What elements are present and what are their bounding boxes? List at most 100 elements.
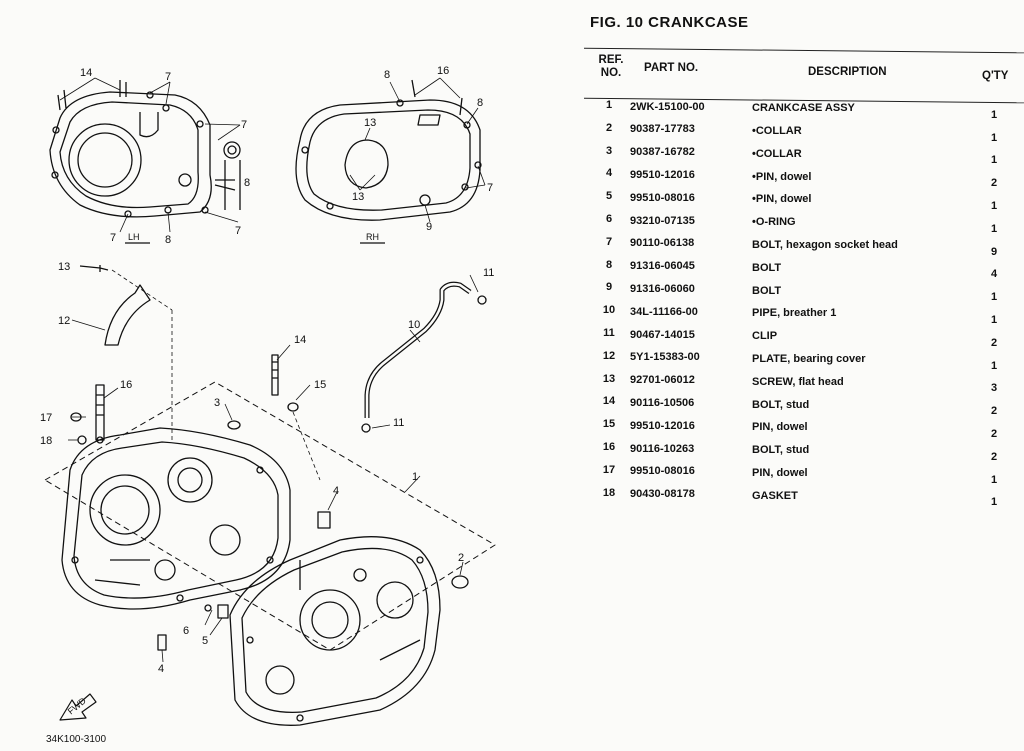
- callout-12: 12: [58, 315, 70, 327]
- qty-cell: 1: [990, 131, 998, 144]
- ref-no-cell: 3: [605, 144, 613, 157]
- part-no-cell: 99510-08016: [630, 465, 695, 478]
- description-cell: PLATE, bearing cover: [752, 352, 866, 365]
- qty-cell: 2: [990, 450, 998, 463]
- callout-9: 9: [426, 221, 432, 233]
- description-cell: BOLT, hexagon socket head: [752, 238, 898, 251]
- ref-no-cell: 17: [602, 463, 616, 476]
- callout-7-b: 7: [241, 119, 247, 131]
- lh-label: LH: [128, 232, 140, 242]
- part-no-cell: 99510-08016: [630, 191, 695, 204]
- callout-3: 3: [214, 397, 220, 409]
- qty-cell: 1: [990, 154, 998, 167]
- header-part-no: PART NO.: [644, 62, 699, 74]
- qty-cell: 1: [990, 291, 998, 304]
- callout-13-b: 13: [352, 191, 364, 203]
- ref-no-cell: 8: [605, 258, 613, 271]
- table-row: 10 34L-11166-00 PIPE, breather 1 1: [590, 304, 1024, 326]
- rh-cover-drawing: [295, 79, 482, 244]
- figure-code: 34K100-3100: [46, 734, 106, 745]
- part-no-cell: 90116-10263: [630, 442, 695, 455]
- description-cell: CRANKCASE ASSY: [752, 102, 855, 115]
- ref-no-cell: 14: [602, 395, 616, 408]
- ref-no-cell: 9: [605, 281, 613, 294]
- ref-no-cell: 1: [605, 99, 613, 111]
- ref-no-cell: 11: [603, 327, 615, 339]
- qty-cell: 1: [990, 199, 998, 212]
- description-cell: •COLLAR: [752, 124, 802, 137]
- callout-8-b: 8: [165, 234, 171, 246]
- table-row: 18 90430-08178 GASKET 1: [590, 486, 1024, 509]
- table-row: 4 99510-12016 •PIN, dowel 2: [590, 167, 1024, 190]
- callout-11-a: 11: [483, 267, 494, 279]
- description-cell: BOLT, stud: [752, 398, 810, 411]
- part-no-cell: 34L-11166-00: [630, 305, 698, 318]
- left-crankcase-drawing: [61, 427, 291, 610]
- assembly-outline: [44, 381, 496, 651]
- ref-no-cell: 15: [602, 418, 616, 431]
- callout-15: 15: [314, 379, 326, 391]
- qty-cell: 1: [990, 222, 998, 235]
- description-cell: PIPE, breather 1: [752, 307, 837, 320]
- part-no-cell: 90387-16782: [630, 146, 695, 159]
- ref-no-cell: 6: [605, 213, 613, 225]
- ref-no-cell: 18: [602, 486, 616, 499]
- stud-16-drawing: [95, 384, 105, 441]
- right-crankcase-drawing: [229, 536, 441, 726]
- description-cell: •PIN, dowel: [752, 170, 812, 183]
- callout-4-a: 4: [333, 485, 339, 497]
- rh-label: RH: [366, 232, 379, 242]
- callout-8-c: 8: [384, 69, 390, 81]
- description-cell: •COLLAR: [752, 147, 802, 160]
- callout-6: 6: [183, 625, 189, 637]
- bearing-plate-drawing: [104, 284, 151, 346]
- lh-cover-drawing: [49, 80, 241, 244]
- callout-16: 16: [120, 379, 132, 391]
- callout-2: 2: [458, 552, 464, 564]
- part-no-cell: 90430-08178: [630, 488, 695, 501]
- qty-cell: 1: [990, 473, 998, 486]
- table-row: 16 90116-10263 BOLT, stud 2: [590, 441, 1024, 463]
- qty-cell: 1: [990, 313, 998, 326]
- description-cell: BOLT: [752, 261, 782, 274]
- ref-no-cell: 16: [602, 441, 616, 453]
- ref-no-cell: 13: [602, 372, 616, 385]
- part-no-cell: 90116-10506: [630, 396, 695, 409]
- ref-no-cell: 5: [605, 190, 613, 203]
- qty-cell: 1: [990, 496, 998, 509]
- description-cell: BOLT, stud: [752, 444, 810, 457]
- ref-no-cell: 10: [602, 304, 616, 317]
- part-no-cell: 99510-12016: [630, 419, 695, 432]
- part-no-cell: 90110-06138: [630, 237, 695, 250]
- header-qty: Q'TY: [982, 70, 1009, 82]
- stud-14-drawing: [271, 354, 279, 396]
- qty-cell: 2: [990, 336, 998, 349]
- part-no-cell: 90387-17783: [630, 123, 695, 136]
- part-no-cell: 91316-06060: [630, 282, 695, 295]
- qty-cell: 2: [990, 177, 998, 190]
- callout-13-a: 13: [364, 117, 376, 129]
- callout-5: 5: [202, 635, 208, 647]
- callout-11-b: 11: [393, 417, 404, 429]
- callout-10: 10: [408, 319, 420, 331]
- description-cell: GASKET: [752, 489, 798, 502]
- ref-no-cell: 4: [605, 167, 613, 180]
- qty-cell: 3: [990, 382, 998, 395]
- qty-cell: 1: [990, 108, 998, 121]
- part-no-cell: 2WK-15100-00: [630, 100, 705, 113]
- qty-cell: 9: [990, 245, 998, 258]
- qty-cell: 2: [990, 427, 998, 440]
- callout-4-b: 4: [158, 663, 164, 675]
- callout-16-top: 16: [437, 65, 449, 77]
- part-no-cell: 99510-12016: [630, 168, 695, 181]
